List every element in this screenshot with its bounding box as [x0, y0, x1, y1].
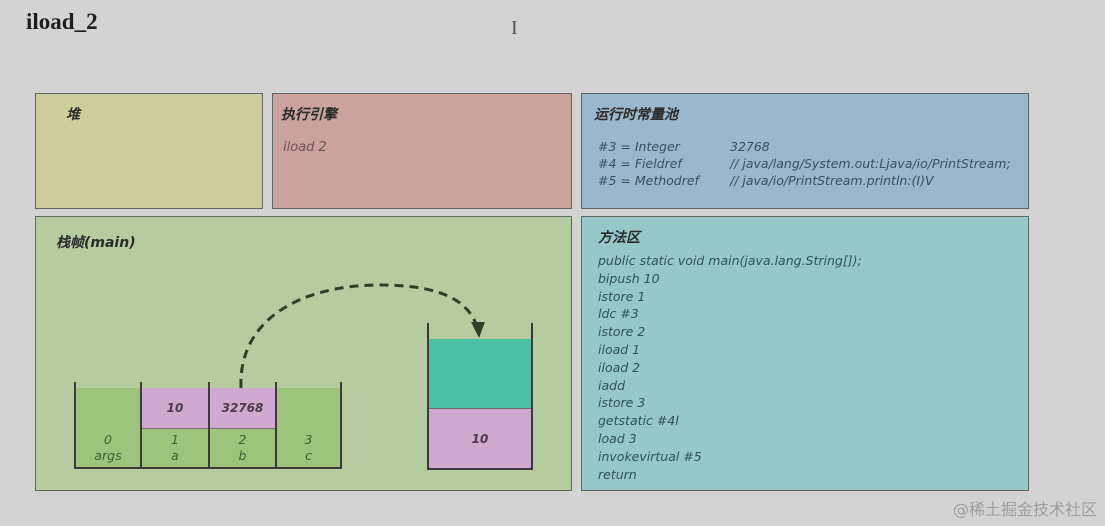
constant-pool-entry: #3 = Integer 32768 — [598, 138, 1011, 155]
operand-stack-bottom — [427, 468, 533, 470]
method-area-panel: 方法区 public static void main(java.lang.St… — [581, 216, 1029, 491]
heap-panel: 堆 — [35, 93, 263, 209]
bytecode-line: getstatic #4l — [598, 413, 679, 429]
bytecode-line: public static void main(java.lang.String… — [598, 253, 862, 268]
local-slot-1: 10 1 a — [142, 388, 208, 467]
operand-stack-wall — [531, 323, 533, 470]
execution-engine-title: 执行引擎 — [281, 107, 337, 123]
slot-index: 2 — [238, 432, 247, 447]
local-variable-table: 0 args 10 1 a 32768 2 b 3 c — [74, 382, 342, 469]
slot-index: 1 — [171, 432, 179, 447]
slot-index: 3 — [304, 432, 313, 447]
operand-stack-top-slot — [429, 339, 531, 409]
operand-stack-slot: 10 — [429, 409, 531, 468]
entry-key: #4 = Fieldref — [598, 156, 682, 171]
current-instruction: iload 2 — [283, 140, 327, 155]
entry-value: 32768 — [730, 139, 770, 154]
table-divider — [140, 382, 142, 469]
bytecode-line: invokevirtual #5 — [598, 448, 702, 464]
slot-value: 10 — [142, 388, 208, 429]
operand-stack: 10 — [427, 323, 533, 470]
bytecode-line: iload 2 — [598, 359, 641, 375]
constant-pool-entry: #5 = Methodref // java/io/PrintStream.pr… — [598, 172, 1011, 189]
constant-pool-panel: 运行时常量池 #3 = Integer 32768 #4 = Fieldref … — [581, 93, 1029, 209]
constant-pool-title: 运行时常量池 — [594, 107, 678, 123]
table-bottom — [74, 467, 342, 469]
bytecode-line: return — [598, 466, 637, 482]
stack-frame-title: 栈帧(main) — [56, 235, 136, 251]
method-area-title: 方法区 — [598, 230, 640, 246]
heap-title: 堆 — [66, 107, 80, 123]
execution-engine-panel: 执行引擎 iload 2 — [272, 93, 572, 209]
bytecode-line: iadd — [598, 377, 626, 393]
slot-value: 32768 — [210, 388, 275, 429]
entry-key: #3 = Integer — [598, 139, 680, 154]
entry-value: // java/lang/System.out:Ljava/io/PrintSt… — [730, 156, 1011, 171]
constant-pool-entry: #4 = Fieldref // java/lang/System.out:Lj… — [598, 155, 1011, 172]
entry-value: // java/io/PrintStream.println:(I)V — [730, 173, 934, 188]
watermark: @稀土掘金技术社区 — [952, 500, 1097, 519]
bytecode-line: istore 1 — [598, 288, 646, 304]
local-slot-3: 3 c — [277, 388, 340, 467]
bytecode-listing: public static void main(java.lang.String… — [598, 252, 862, 483]
local-slot-2: 32768 2 b — [210, 388, 275, 467]
operand-stack-wall — [427, 323, 429, 470]
bytecode-line: iload 1 — [598, 341, 641, 357]
bytecode-line: load 3 — [598, 430, 637, 446]
table-wall — [74, 382, 76, 469]
table-wall — [340, 382, 342, 469]
local-slot-0: 0 args — [76, 388, 140, 467]
slot-name: b — [238, 448, 247, 463]
slot-name: args — [94, 448, 122, 463]
slot-index: 0 — [104, 432, 112, 447]
entry-key: #5 = Methodref — [598, 173, 699, 188]
table-divider — [275, 382, 277, 469]
constant-pool-entries: #3 = Integer 32768 #4 = Fieldref // java… — [598, 138, 1011, 189]
text-cursor-icon: I — [511, 17, 518, 39]
bytecode-line: bipush 10 — [598, 270, 660, 286]
page-title: iload_2 — [26, 9, 98, 34]
bytecode-line: istore 3 — [598, 395, 646, 411]
slot-name: c — [305, 448, 312, 463]
slot-name: a — [171, 448, 179, 463]
table-divider — [208, 382, 210, 469]
bytecode-line: ldc #3 — [598, 306, 639, 322]
bytecode-line: istore 2 — [598, 324, 646, 340]
